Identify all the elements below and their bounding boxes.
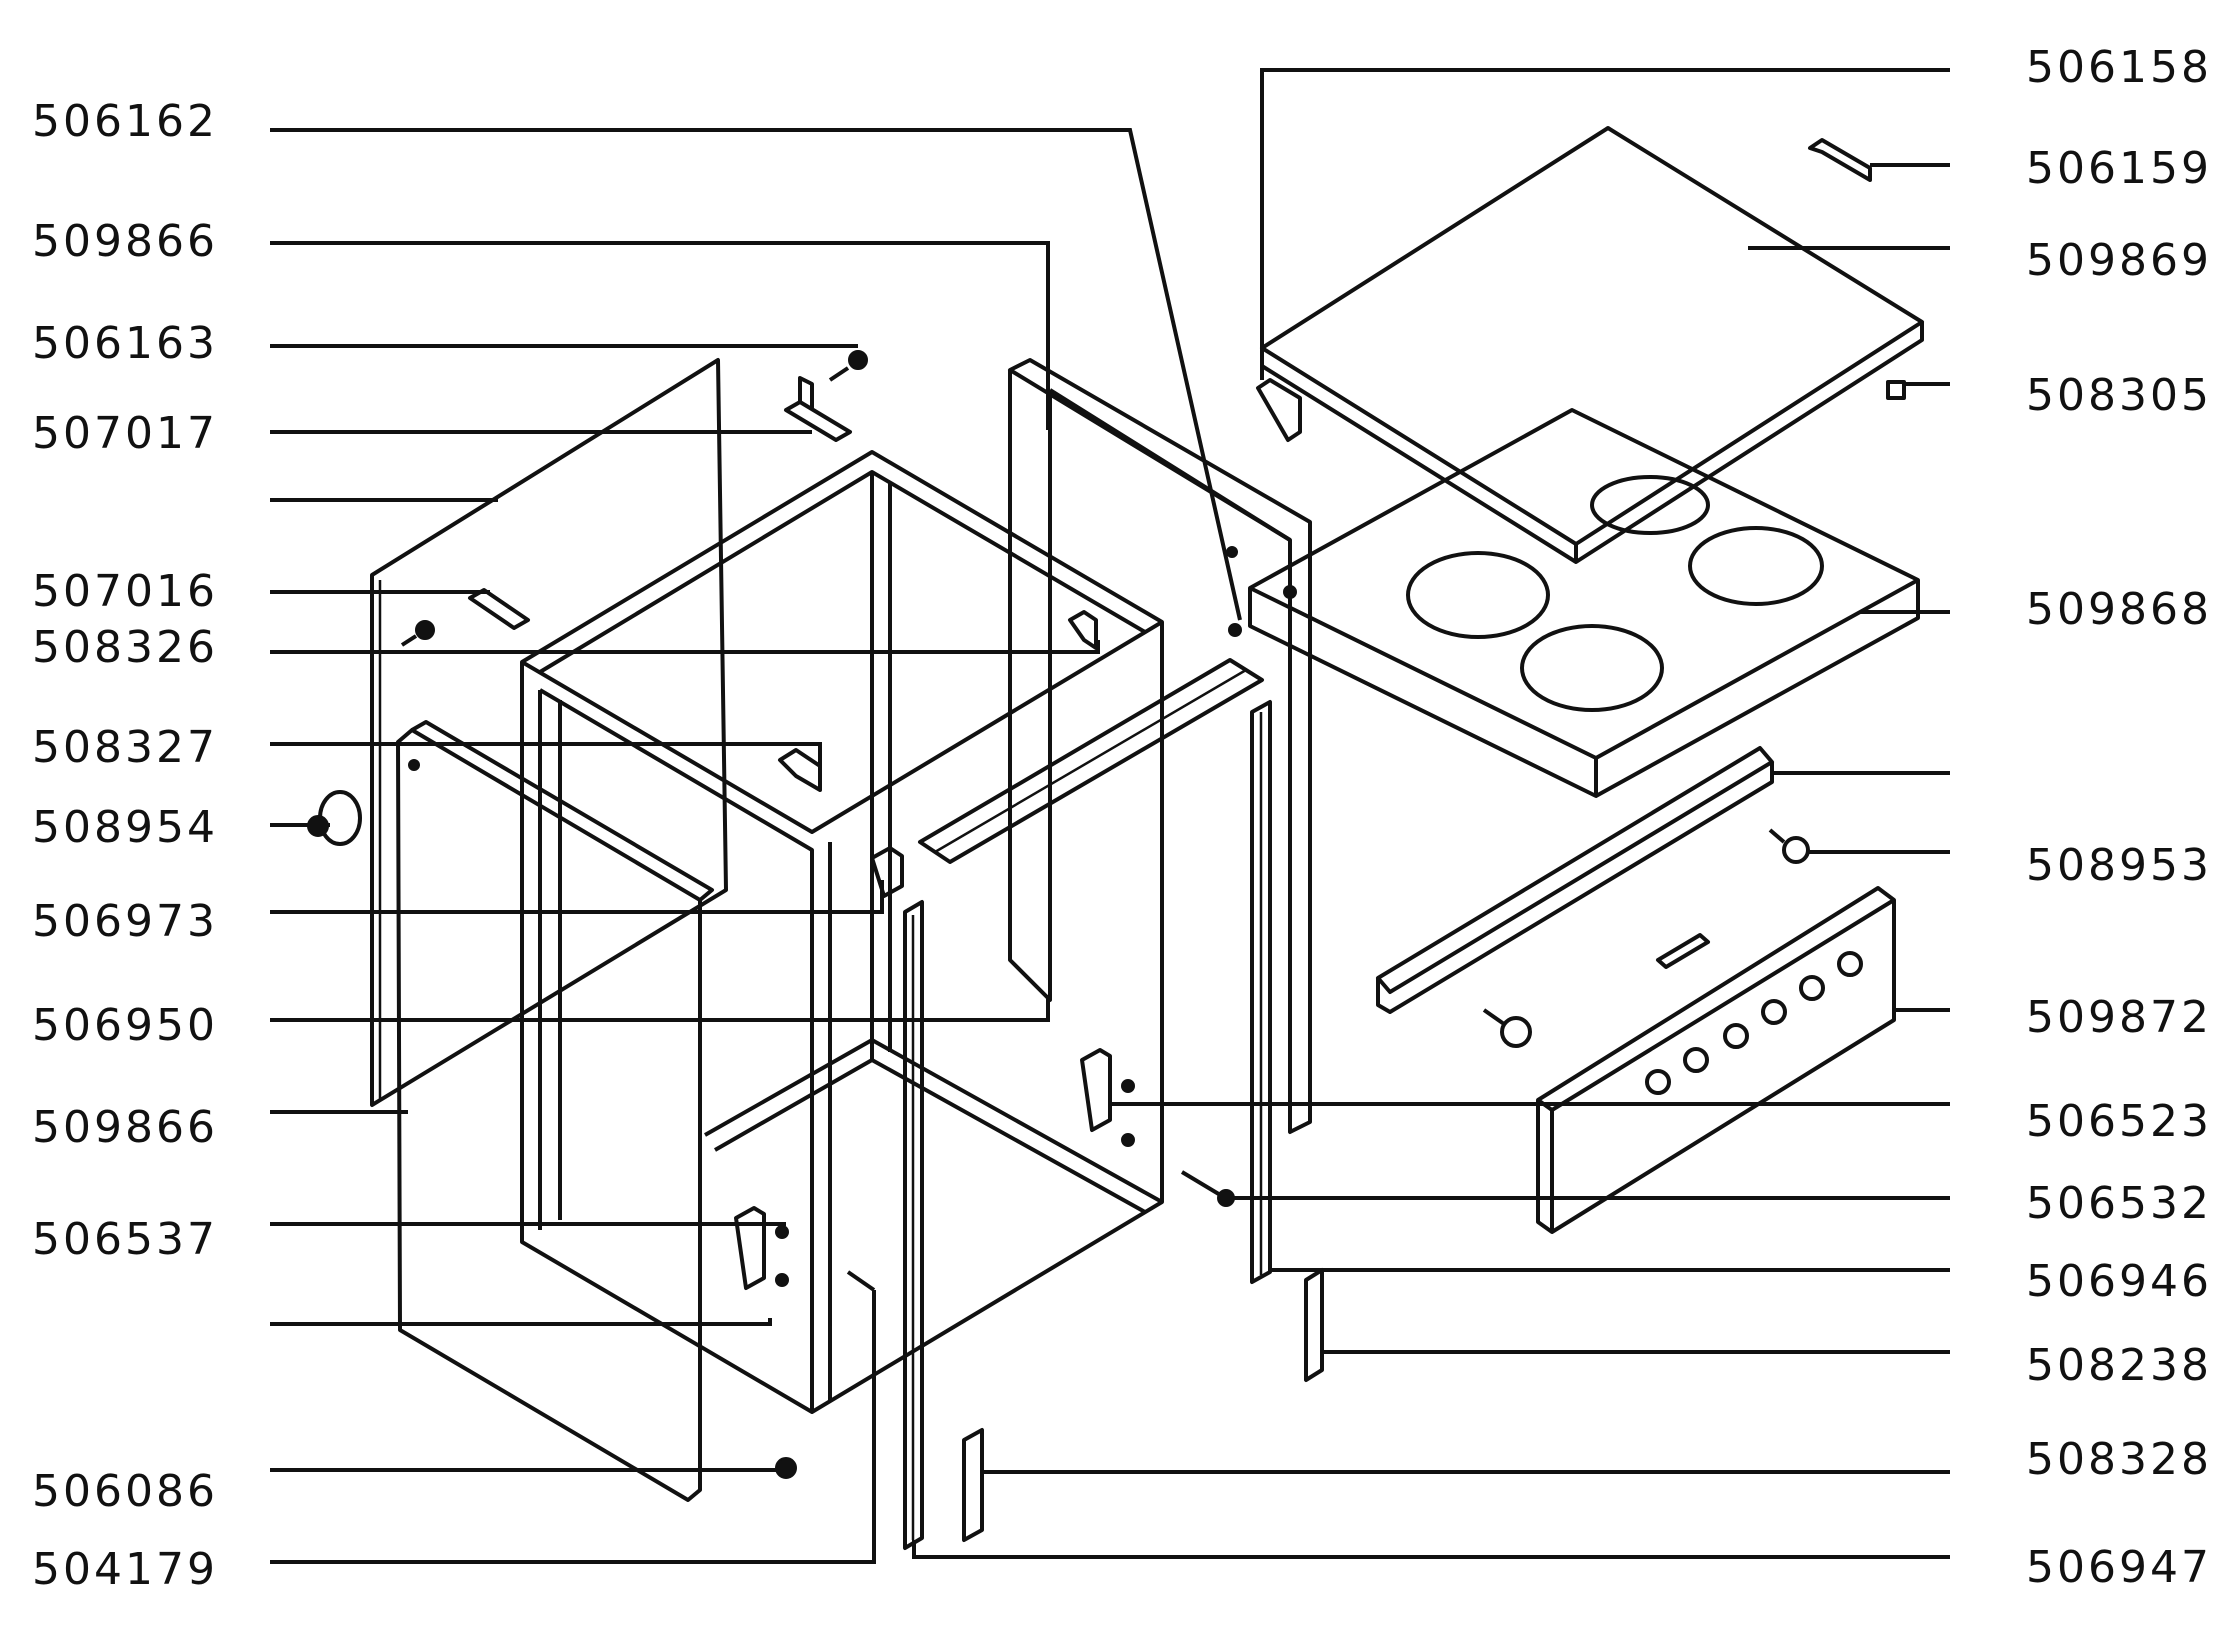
label-507017: 507017 bbox=[32, 408, 218, 459]
label-509866-top: 509866 bbox=[32, 216, 218, 267]
label-506532: 506532 bbox=[2026, 1178, 2212, 1229]
label-508305: 508305 bbox=[2026, 370, 2212, 421]
label-506159: 506159 bbox=[2026, 143, 2212, 194]
label-509868: 509868 bbox=[2026, 584, 2212, 635]
left-side-panel bbox=[396, 720, 714, 1502]
hob-frame bbox=[1248, 408, 1920, 798]
hardware-parts bbox=[307, 138, 1906, 1542]
label-506086: 506086 bbox=[32, 1466, 218, 1517]
label-506537: 506537 bbox=[32, 1214, 218, 1265]
label-508327: 508327 bbox=[32, 722, 218, 773]
label-506950: 506950 bbox=[32, 1000, 218, 1051]
control-panel-bracket bbox=[1376, 746, 1774, 1014]
label-508326: 508326 bbox=[32, 622, 218, 673]
label-506162: 506162 bbox=[32, 96, 218, 147]
label-508954: 508954 bbox=[32, 802, 218, 853]
leader-lines bbox=[270, 68, 1950, 1564]
label-509872: 509872 bbox=[2026, 992, 2212, 1043]
label-506523: 506523 bbox=[2026, 1096, 2212, 1147]
label-506973: 506973 bbox=[32, 896, 218, 947]
label-506947: 506947 bbox=[2026, 1542, 2212, 1593]
control-panel bbox=[1536, 886, 1896, 1234]
top-lid bbox=[1260, 126, 1924, 564]
left-labels: 506162 509866 506163 507017 507016 50832… bbox=[32, 96, 218, 1595]
right-labels: 506158 506159 509869 508305 509868 50895… bbox=[2026, 42, 2212, 1593]
cabinet-drawing bbox=[307, 126, 1924, 1550]
front-strip-left bbox=[903, 900, 924, 1550]
label-508953: 508953 bbox=[2026, 840, 2212, 891]
label-506946: 506946 bbox=[2026, 1256, 2212, 1307]
label-508238: 508238 bbox=[2026, 1340, 2212, 1391]
rear-panel bbox=[370, 358, 728, 1107]
label-506158: 506158 bbox=[2026, 42, 2212, 93]
label-508328: 508328 bbox=[2026, 1434, 2212, 1485]
front-strip-right bbox=[1250, 700, 1272, 1284]
upper-cross-rail bbox=[918, 658, 1264, 864]
label-509866-bottom: 509866 bbox=[32, 1102, 218, 1153]
right-side-panel bbox=[1008, 358, 1312, 1134]
cabinet-frame bbox=[520, 450, 1164, 1414]
label-504179: 504179 bbox=[32, 1544, 218, 1595]
label-507016: 507016 bbox=[32, 566, 218, 617]
label-506163: 506163 bbox=[32, 318, 218, 369]
label-509869: 509869 bbox=[2026, 235, 2212, 286]
